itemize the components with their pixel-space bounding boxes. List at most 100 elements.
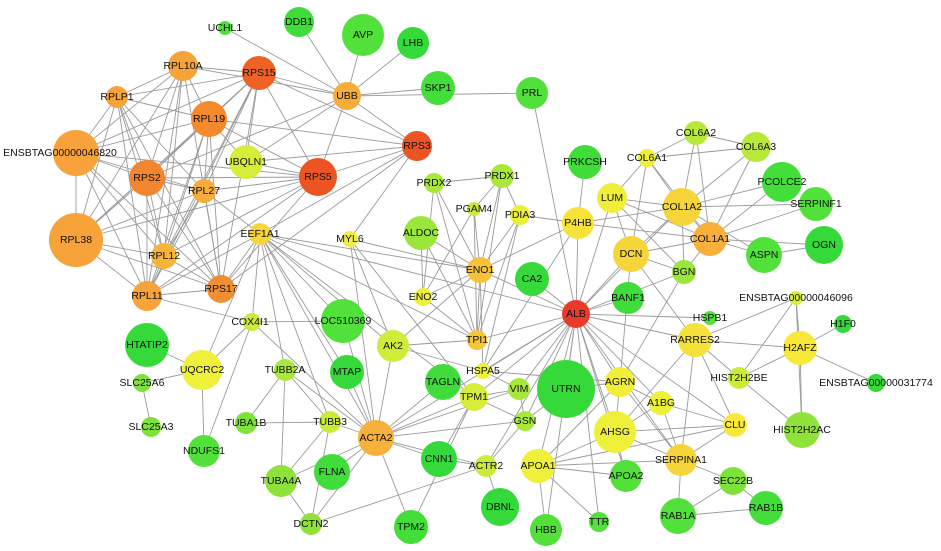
node-circle-vim[interactable] [508,378,530,400]
node-apoa1[interactable]: APOA1 [520,449,556,483]
node-circle-ubb[interactable] [333,82,361,110]
node-tpm2[interactable]: TPM2 [394,510,428,544]
node-circle-ogn[interactable] [805,226,843,264]
node-circle-h1f0[interactable] [834,315,852,333]
node-circle-eno2[interactable] [414,288,432,306]
node-pgam4[interactable]: PGAM4 [456,202,493,216]
node-apoa2[interactable]: APOA2 [608,460,644,492]
node-h1f0[interactable]: H1F0 [830,315,856,333]
node-cox4i1[interactable]: COX4I1 [231,313,269,331]
node-circle-lhb[interactable] [397,27,429,59]
node-pdia3[interactable]: PDIA3 [505,205,536,225]
node-slc25a6[interactable]: SLC25A6 [120,374,165,392]
node-lhb[interactable]: LHB [397,27,429,59]
node-circle-ahsg[interactable] [594,411,636,453]
node-sec22b[interactable]: SEC22B [713,467,753,495]
node-circle-col1a1[interactable] [693,222,727,256]
node-rab1a[interactable]: RAB1A [660,498,696,534]
node-circle-rpl12[interactable] [151,243,177,269]
node-rpl27[interactable]: RPL27 [188,179,220,203]
node-circle-ca2[interactable] [515,262,549,296]
node-dctn2[interactable]: DCTN2 [293,513,329,535]
node-tubb3[interactable]: TUBB3 [313,411,347,433]
node-circle-ubqln1[interactable] [229,145,263,179]
node-ak2[interactable]: AK2 [377,330,409,362]
node-circle-col6a1[interactable] [638,149,656,167]
node-actr2[interactable]: ACTR2 [469,455,504,477]
node-serpina1[interactable]: SERPINA1 [655,444,707,476]
node-circle-rps15[interactable] [242,56,276,90]
node-circle-ndufs1[interactable] [188,435,220,467]
node-circle-h2afz[interactable] [783,331,817,365]
node-circle-lum[interactable] [597,183,627,213]
node-circle-tuba4a[interactable] [265,465,297,497]
node-uchl1[interactable]: UCHL1 [208,21,243,35]
node-prkcsh[interactable]: PRKCSH [563,145,607,179]
node-circle-col1a2[interactable] [663,188,701,226]
node-circle-tuba1b[interactable] [235,412,257,434]
node-circle-mtap[interactable] [330,355,364,389]
node-circle-uchl1[interactable] [218,21,232,35]
node-circle-aldoc[interactable] [404,216,438,250]
node-prdx1[interactable]: PRDX1 [484,164,520,188]
node-circle-ensbtag00000046820[interactable] [53,130,99,176]
node-circle-rpl19[interactable] [191,101,227,137]
node-lum[interactable]: LUM [597,183,627,213]
node-bgn[interactable]: BGN [672,260,696,284]
node-h2afz[interactable]: H2AFZ [783,331,817,365]
node-htatip2[interactable]: HTATIP2 [125,323,169,367]
node-eno2[interactable]: ENO2 [409,288,438,306]
node-rps2[interactable]: RPS2 [129,160,165,196]
node-circle-pcolce2[interactable] [762,162,802,202]
node-ensbtag00000046096[interactable]: ENSBTAG00000046096 [739,291,853,305]
node-col6a3[interactable]: COL6A3 [736,132,776,162]
node-circle-serpinf1[interactable] [799,187,833,221]
node-circle-tpm1[interactable] [460,383,488,411]
node-col6a1[interactable]: COL6A1 [627,149,667,167]
node-circle-hspa5[interactable] [475,363,491,379]
node-cnn1[interactable]: CNN1 [421,441,457,477]
node-circle-gsn[interactable] [515,411,535,431]
node-col6a2[interactable]: COL6A2 [676,121,716,145]
node-flna[interactable]: FLNA [314,454,350,490]
node-clu[interactable]: CLU [723,413,747,437]
node-ubqln1[interactable]: UBQLN1 [225,145,267,179]
node-tpi1[interactable]: TPI1 [466,330,488,350]
node-circle-hist2h2ac[interactable] [784,412,820,448]
node-skp1[interactable]: SKP1 [421,71,455,105]
node-circle-myl6[interactable] [342,231,358,247]
node-p4hb[interactable]: P4HB [562,207,594,239]
node-ca2[interactable]: CA2 [515,262,549,296]
node-circle-p4hb[interactable] [562,207,594,239]
node-circle-rps2[interactable] [129,160,165,196]
node-a1bg[interactable]: A1BG [647,391,675,415]
node-circle-tubb2a[interactable] [274,359,296,381]
node-circle-hbb[interactable] [530,514,562,546]
node-circle-pdia3[interactable] [510,205,530,225]
node-circle-ttr[interactable] [589,512,609,532]
node-hist2h2be[interactable]: HIST2H2BE [710,367,768,389]
node-circle-apoa1[interactable] [521,449,555,483]
node-rpl19[interactable]: RPL19 [191,101,227,137]
node-circle-ak2[interactable] [377,330,409,362]
node-aldoc[interactable]: ALDOC [403,216,440,250]
node-rps15[interactable]: RPS15 [242,56,276,90]
node-ogn[interactable]: OGN [805,226,843,264]
node-circle-rpl11[interactable] [132,281,162,311]
node-circle-cox4i1[interactable] [243,313,261,331]
node-banf1[interactable]: BANF1 [611,282,645,314]
node-rpl12[interactable]: RPL12 [148,243,180,269]
node-circle-prdx2[interactable] [424,173,444,193]
node-circle-flna[interactable] [314,454,350,490]
node-col1a1[interactable]: COL1A1 [690,222,730,256]
node-ensbtag00000046820[interactable]: ENSBTAG00000046820 [3,130,117,176]
node-vim[interactable]: VIM [508,378,530,400]
node-prdx2[interactable]: PRDX2 [416,173,452,193]
node-circle-htatip2[interactable] [125,323,169,367]
node-pcolce2[interactable]: PCOLCE2 [757,162,807,202]
node-rab1b[interactable]: RAB1B [749,491,783,525]
node-hist2h2ac[interactable]: HIST2H2AC [773,412,831,448]
node-circle-ensbtag00000046096[interactable] [789,291,803,305]
node-tuba1b[interactable]: TUBA1B [226,412,267,434]
node-circle-rarres2[interactable] [678,323,712,357]
